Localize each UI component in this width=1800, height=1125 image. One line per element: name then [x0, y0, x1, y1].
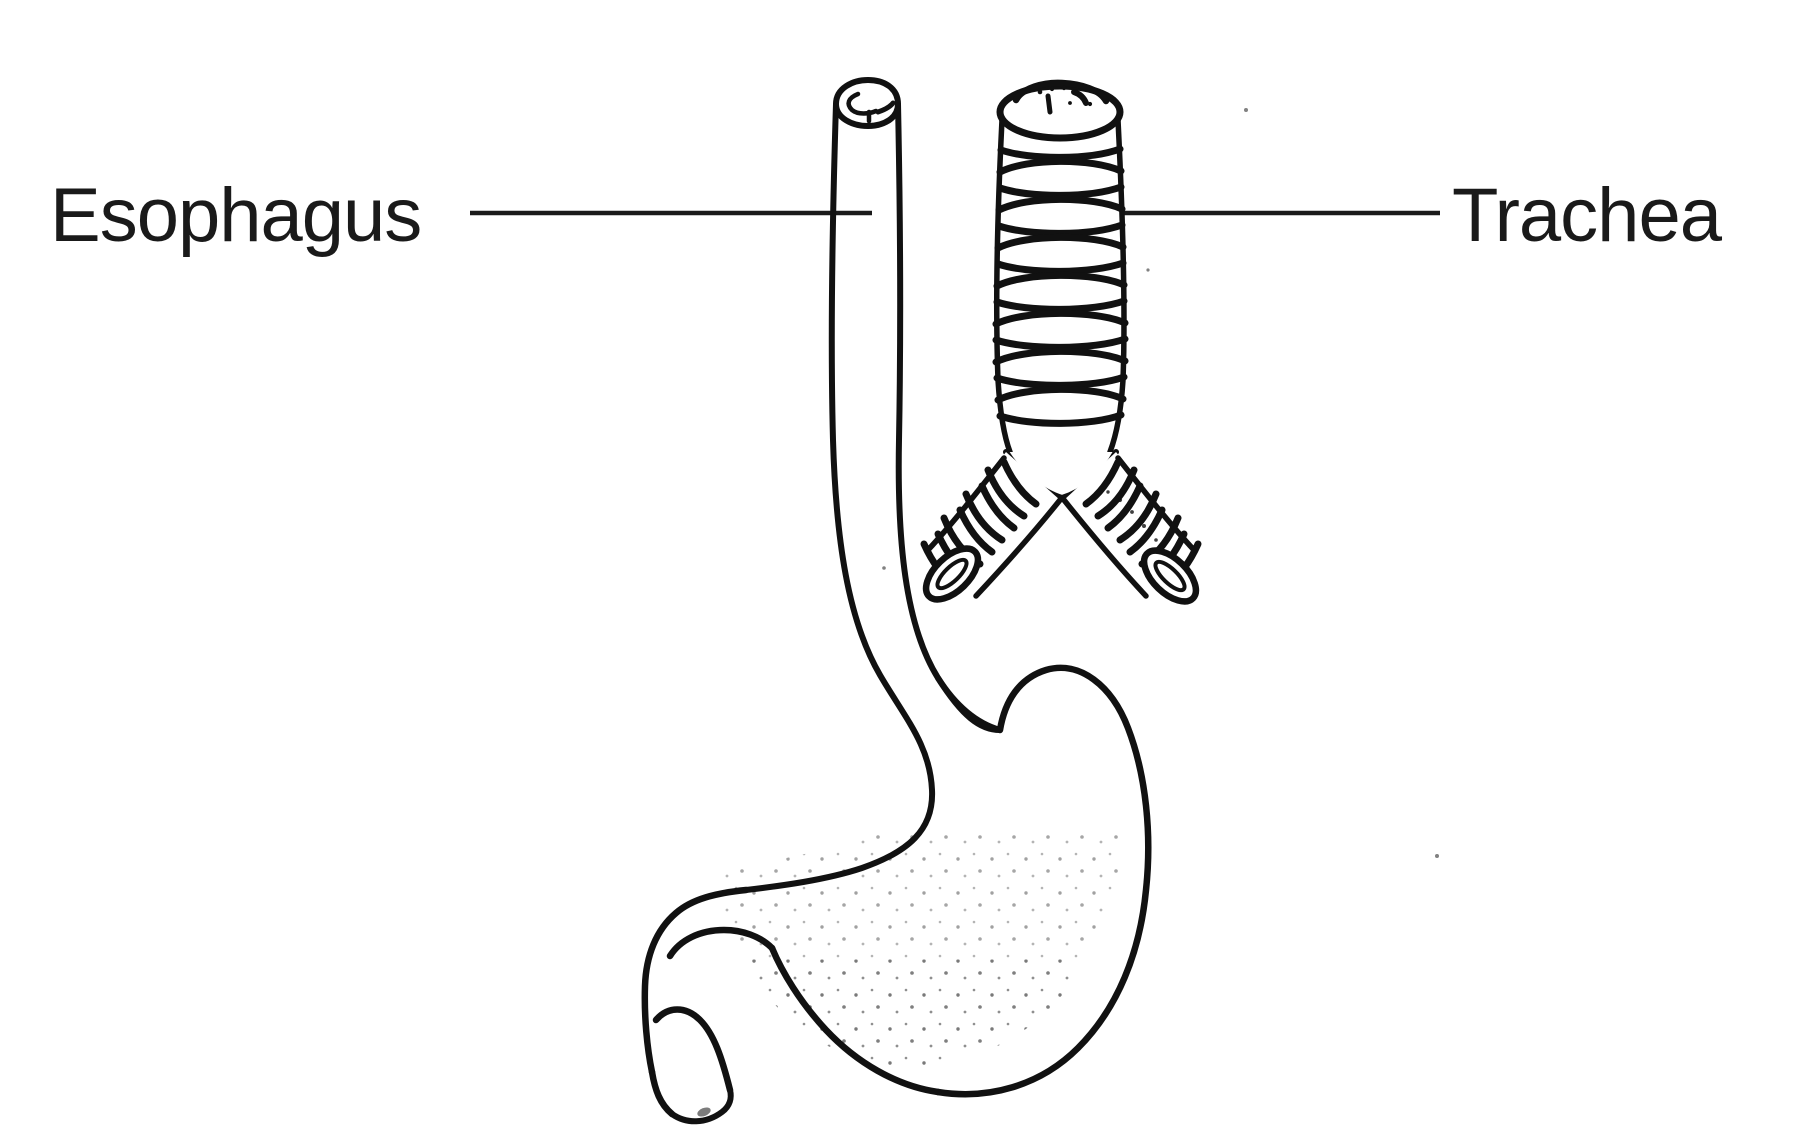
duodenum-inner-limb — [652, 1006, 734, 1094]
duodenum-lumen-dot — [697, 1107, 711, 1117]
left-bronchus-lumen — [935, 557, 969, 591]
trachea-group — [920, 79, 1202, 605]
trachea-left-outline — [994, 117, 1013, 455]
esophagus-lumen-mark-right — [875, 100, 896, 115]
scan-specks — [882, 108, 1439, 858]
duodenum-outer-limb — [648, 1068, 676, 1118]
label-esophagus: Esophagus — [50, 173, 422, 258]
right-bronchus-upper-outline — [1115, 455, 1197, 553]
trachea-right-outline — [1107, 117, 1127, 455]
duodenum-upper-border — [666, 926, 776, 960]
duodenum-open-end — [669, 1087, 734, 1125]
stomach-antrum-contour — [768, 944, 942, 1096]
label-trachea: Trachea — [1452, 173, 1722, 258]
stomach-lesser-curvature — [641, 886, 750, 1076]
esophagus-right-wall — [895, 101, 1003, 733]
right-bronchus-stipple — [1106, 490, 1158, 542]
right-bronchus-lumen — [1153, 559, 1187, 593]
stomach-cardiac-notch — [935, 675, 1003, 733]
trachea-top-rim-inner — [1012, 79, 1110, 105]
esophagus-left-wall — [743, 101, 936, 893]
right-main-bronchus — [1061, 452, 1202, 605]
right-bronchus-lower-outline — [1061, 497, 1149, 599]
left-main-bronchus — [920, 452, 1063, 604]
stomach-fundus-and-greater-curvature — [934, 664, 1152, 1098]
left-bronchus-lower-outline — [973, 497, 1063, 599]
esophagus-top-rim — [832, 76, 902, 130]
stomach-stipple-shading — [716, 830, 1125, 1067]
trachea-cartilage-rings — [992, 145, 1129, 427]
left-bronchus-upper-outline — [925, 455, 1007, 553]
trachea-top-stipple — [1037, 85, 1093, 107]
esophagus-stomach-group — [641, 76, 1152, 1125]
trachea-top-rim-gap-left — [1045, 93, 1053, 115]
